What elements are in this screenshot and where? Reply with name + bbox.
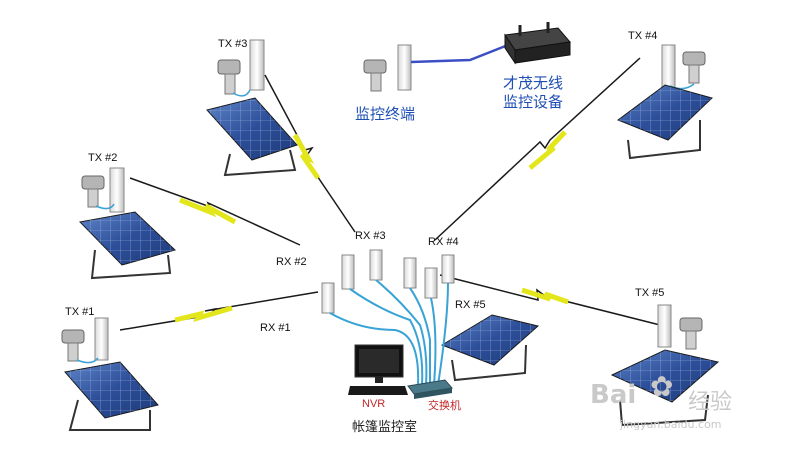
monitor-terminal [363,44,412,92]
tx5-label: TX #5 [635,287,665,299]
nvr-label: NVR [362,398,386,410]
link-tx3 [264,74,356,233]
watermark-url: jingyan.baidu.com [620,418,722,431]
rx5-label: RX #5 [455,299,486,311]
monitor-terminal-label: 监控终端 [355,106,416,123]
station-tx5 [610,304,720,427]
tx3-label: TX #3 [218,38,248,50]
station-tx3 [206,39,298,177]
station-tx2 [78,167,176,280]
rx1-label: RX #1 [260,322,291,334]
rx2-label: RX #2 [276,256,307,268]
wireless-links [119,57,661,331]
watermark-brand-cn: 经验 [688,390,733,415]
watermark-paw-icon: ✿ [650,370,674,403]
rx-antennas [321,249,455,314]
caimore-device [504,22,571,65]
bolt-tx1 [174,305,233,323]
tx2-label: TX #2 [88,152,118,164]
tx4-label: TX #4 [628,30,658,42]
nvr-monitor [348,344,408,395]
bolt-tx4 [528,130,567,170]
bolt-tx2 [179,197,237,225]
device-label-line1: 才茂无线 [503,75,564,92]
rx3-label: RX #3 [355,230,386,242]
station-tx1 [61,317,159,431]
switch-device [407,379,453,399]
device-link [410,43,509,64]
link-tx4 [434,57,641,241]
tx1-label: TX #1 [65,306,95,318]
control-room-label: 帐篷监控室 [352,419,418,434]
rx4-label: RX #4 [428,236,459,248]
watermark-brand: Bai [590,380,637,410]
station-tx4 [616,44,713,160]
bolt-tx5 [521,287,569,305]
switch-label: 交换机 [428,400,461,412]
network-cables [329,279,449,386]
device-label-line2: 监控设备 [503,94,564,111]
link-tx5 [439,274,661,326]
station-rx5-panel [440,314,540,382]
bolt-tx3 [292,133,321,180]
